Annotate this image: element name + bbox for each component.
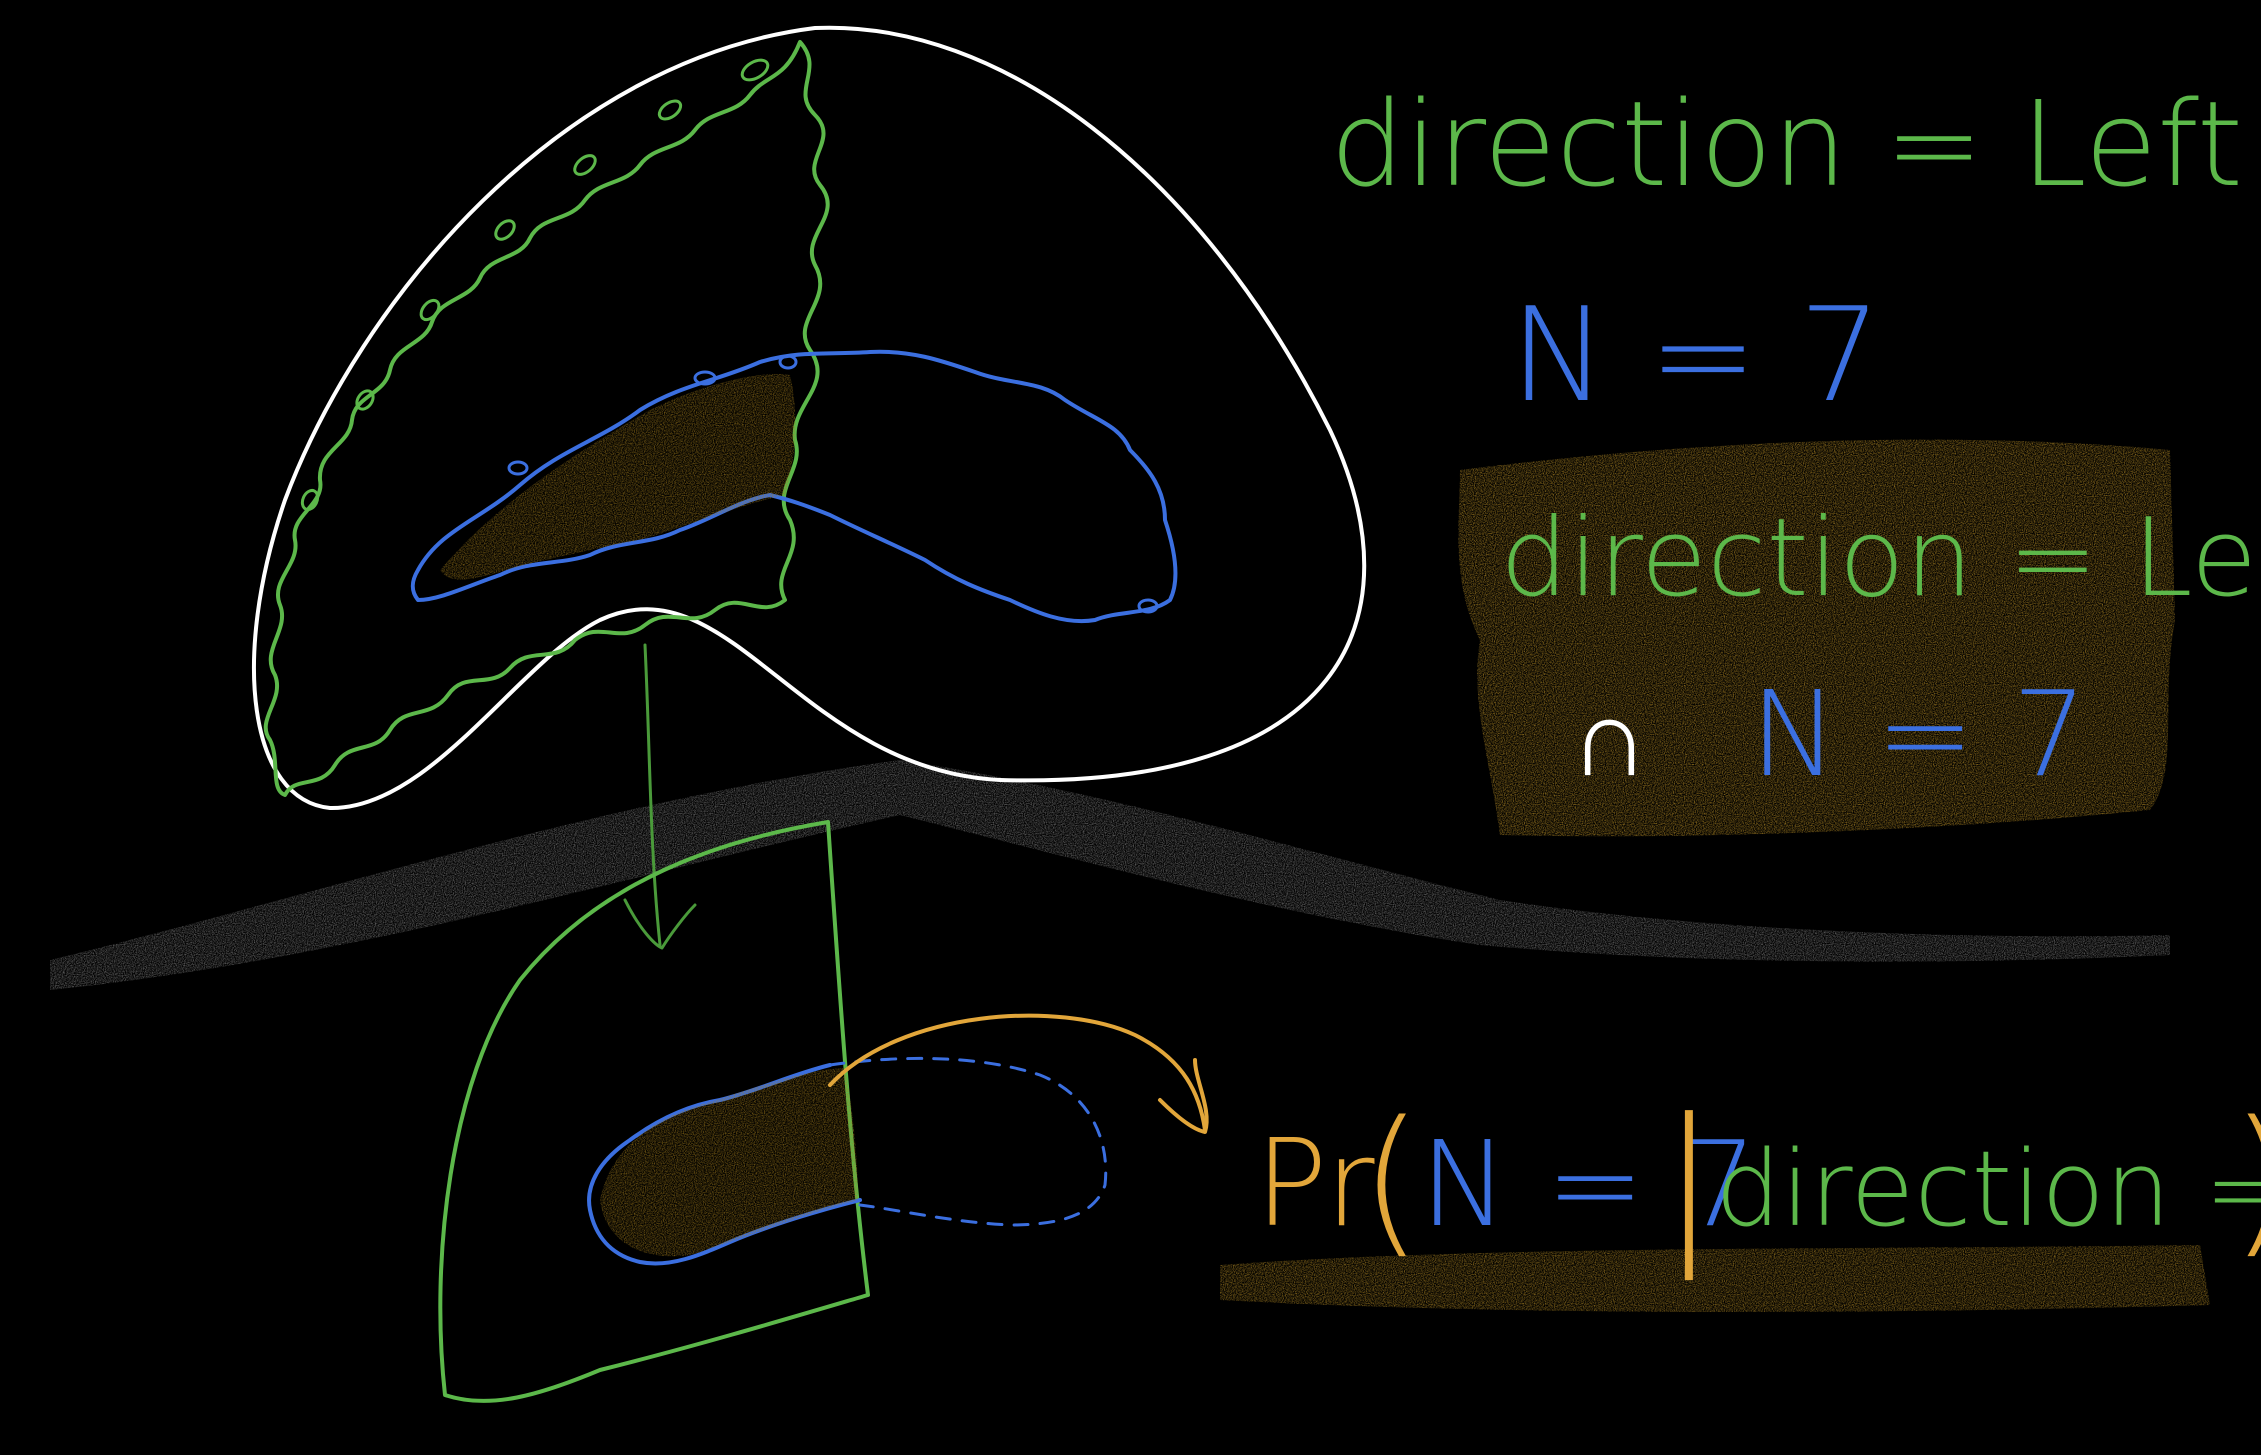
label-intersection-n7: N = 7 — [1750, 665, 2087, 803]
intersection-highlight — [1458, 439, 2175, 837]
n7-region-outside-dashed — [828, 1056, 1108, 1227]
conditional-highlight — [1220, 1245, 2210, 1312]
n7-region — [410, 349, 1178, 623]
n7-region-loops — [507, 354, 1159, 614]
label-conditional-left: direction = Left — [1715, 1128, 2261, 1250]
label-conditional-n7: N = 7 — [1420, 1115, 1757, 1253]
label-direction-left: direction = Left — [1330, 75, 2243, 213]
restriction-arrow — [623, 643, 697, 950]
conditional-arrow — [828, 1013, 1209, 1134]
label-given-bar: | — [1660, 1083, 1717, 1281]
label-n7: N = 7 — [1510, 279, 1882, 431]
left-region-loops — [300, 58, 770, 512]
sample-space-outline — [252, 25, 1367, 811]
label-intersection-left: direction = Left — [1500, 496, 2261, 621]
label-paren-close: ) — [2230, 1086, 2261, 1273]
label-paren-open: ( — [1360, 1086, 1422, 1273]
label-intersection-wedge: ∩ — [1570, 673, 1649, 801]
gray-smudge — [50, 760, 2170, 990]
left-direction-region — [263, 40, 830, 797]
intersection-shading-top — [440, 374, 796, 580]
label-pr: Pr — [1255, 1115, 1375, 1254]
intersection-shading-bottom — [600, 1068, 858, 1257]
